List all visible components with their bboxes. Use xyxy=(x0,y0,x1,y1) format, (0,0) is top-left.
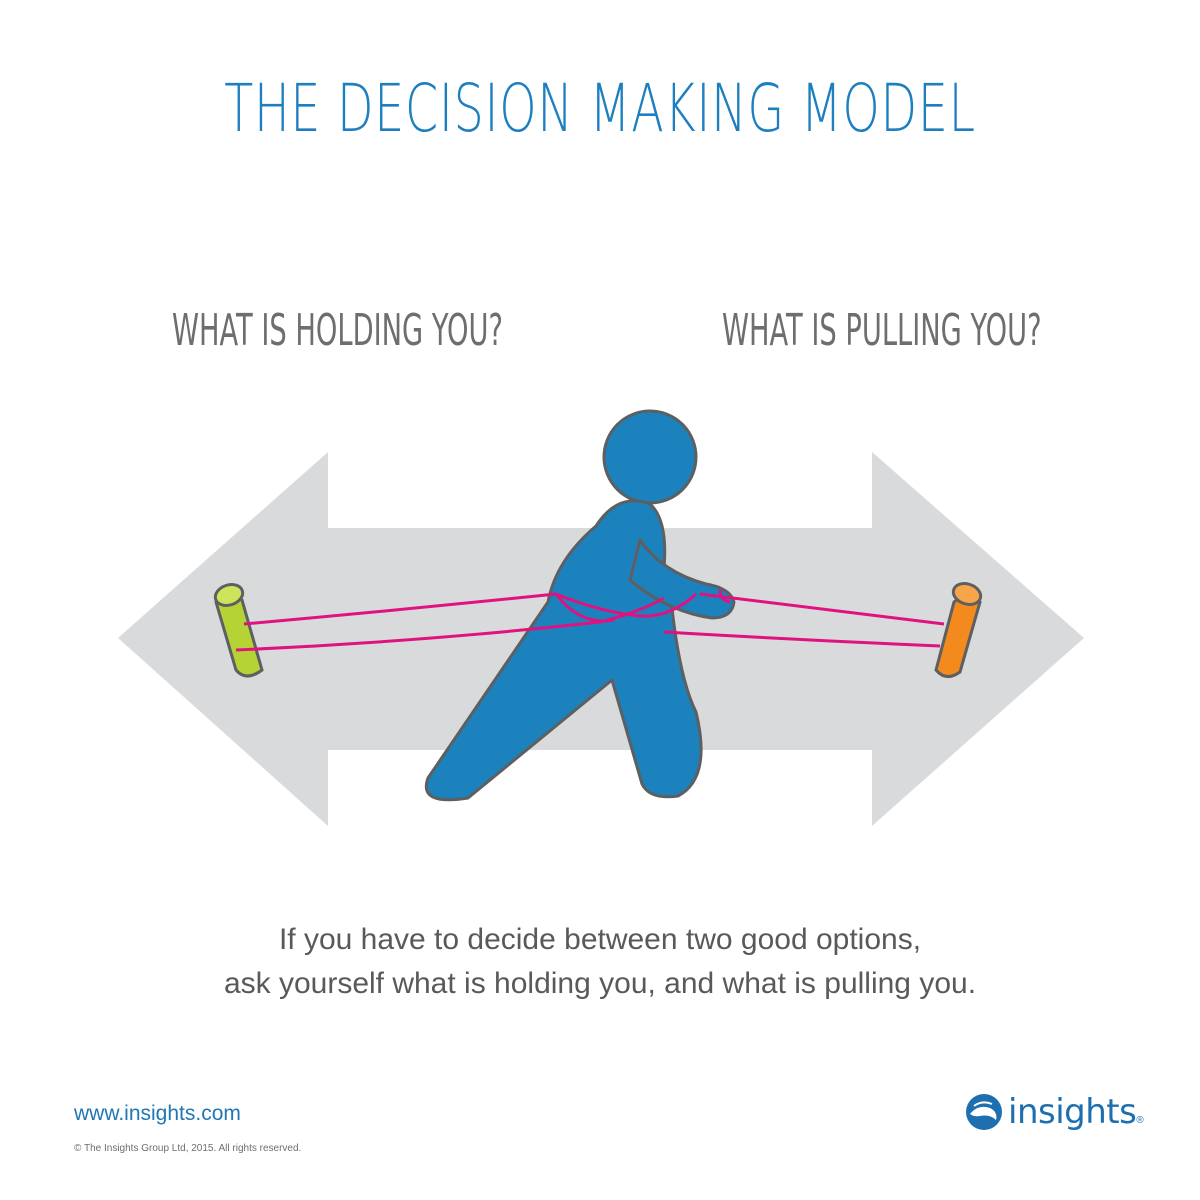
copyright-text: © The Insights Group Ltd, 2015. All righ… xyxy=(74,1143,302,1154)
insights-logo: insights ® xyxy=(964,1092,1144,1132)
right-anchor xyxy=(934,582,983,678)
registered-mark: ® xyxy=(1136,1115,1144,1126)
insights-logo-icon xyxy=(966,1094,1002,1130)
decision-diagram xyxy=(118,409,1084,826)
holding-label: WHAT IS HOLDING YOU? xyxy=(172,305,503,356)
caption-line-2: ask yourself what is holding you, and wh… xyxy=(223,967,977,1000)
person-figure xyxy=(425,409,736,802)
ropes xyxy=(235,589,945,652)
caption-line-1: If you have to decide between two good o… xyxy=(278,923,922,956)
logo-text: insights xyxy=(1008,1092,1137,1132)
caption: If you have to decide between two good o… xyxy=(0,918,1200,1006)
diagram-title: THE DECISION MAKING MODEL xyxy=(224,70,976,147)
left-anchor xyxy=(213,583,264,678)
pulling-label: WHAT IS PULLING YOU? xyxy=(722,305,1042,356)
website-link[interactable]: www.insights.com xyxy=(74,1102,241,1125)
